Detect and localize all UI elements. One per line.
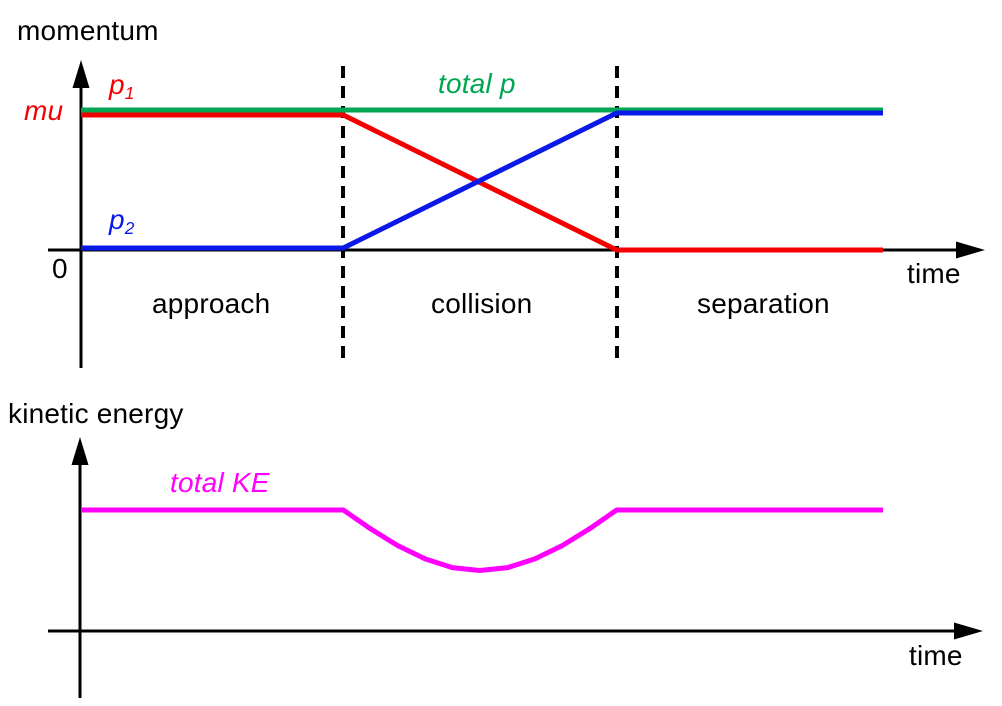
- p2-series-label: p2: [109, 204, 135, 239]
- mu-tick-label: mu: [24, 95, 64, 126]
- p1-label-subscript: 1: [124, 83, 135, 104]
- ke-x-axis-arrow-icon: [954, 622, 983, 640]
- origin-tick-label: 0: [52, 253, 68, 284]
- p1-label-base: p: [109, 69, 125, 100]
- momentum-plot: [48, 60, 985, 368]
- p1-series-label: p1: [109, 69, 135, 104]
- momentum-time-axis-label: time: [907, 258, 961, 289]
- total-ke-series-label: total KE: [170, 467, 270, 498]
- phase-label-separation: separation: [697, 288, 830, 319]
- total-ke-line: [81, 507, 883, 573]
- momentum-y-axis-arrow-icon: [72, 60, 90, 88]
- p2-line: [81, 110, 883, 251]
- phase-label-collision: collision: [431, 288, 533, 319]
- ke-y-axis-arrow-icon: [71, 437, 89, 465]
- phase-label-approach: approach: [152, 288, 271, 319]
- kinetic-energy-title: kinetic energy: [8, 398, 184, 429]
- kinetic-energy-plot: [48, 437, 983, 698]
- total-p-series-label: total p: [438, 68, 516, 99]
- momentum-x-axis-arrow-icon: [956, 241, 985, 259]
- p1-line: [81, 112, 883, 253]
- p2-label-subscript: 2: [124, 218, 135, 239]
- p2-label-base: p: [109, 204, 125, 235]
- ke-time-axis-label: time: [909, 640, 963, 671]
- momentum-title: momentum: [17, 15, 159, 46]
